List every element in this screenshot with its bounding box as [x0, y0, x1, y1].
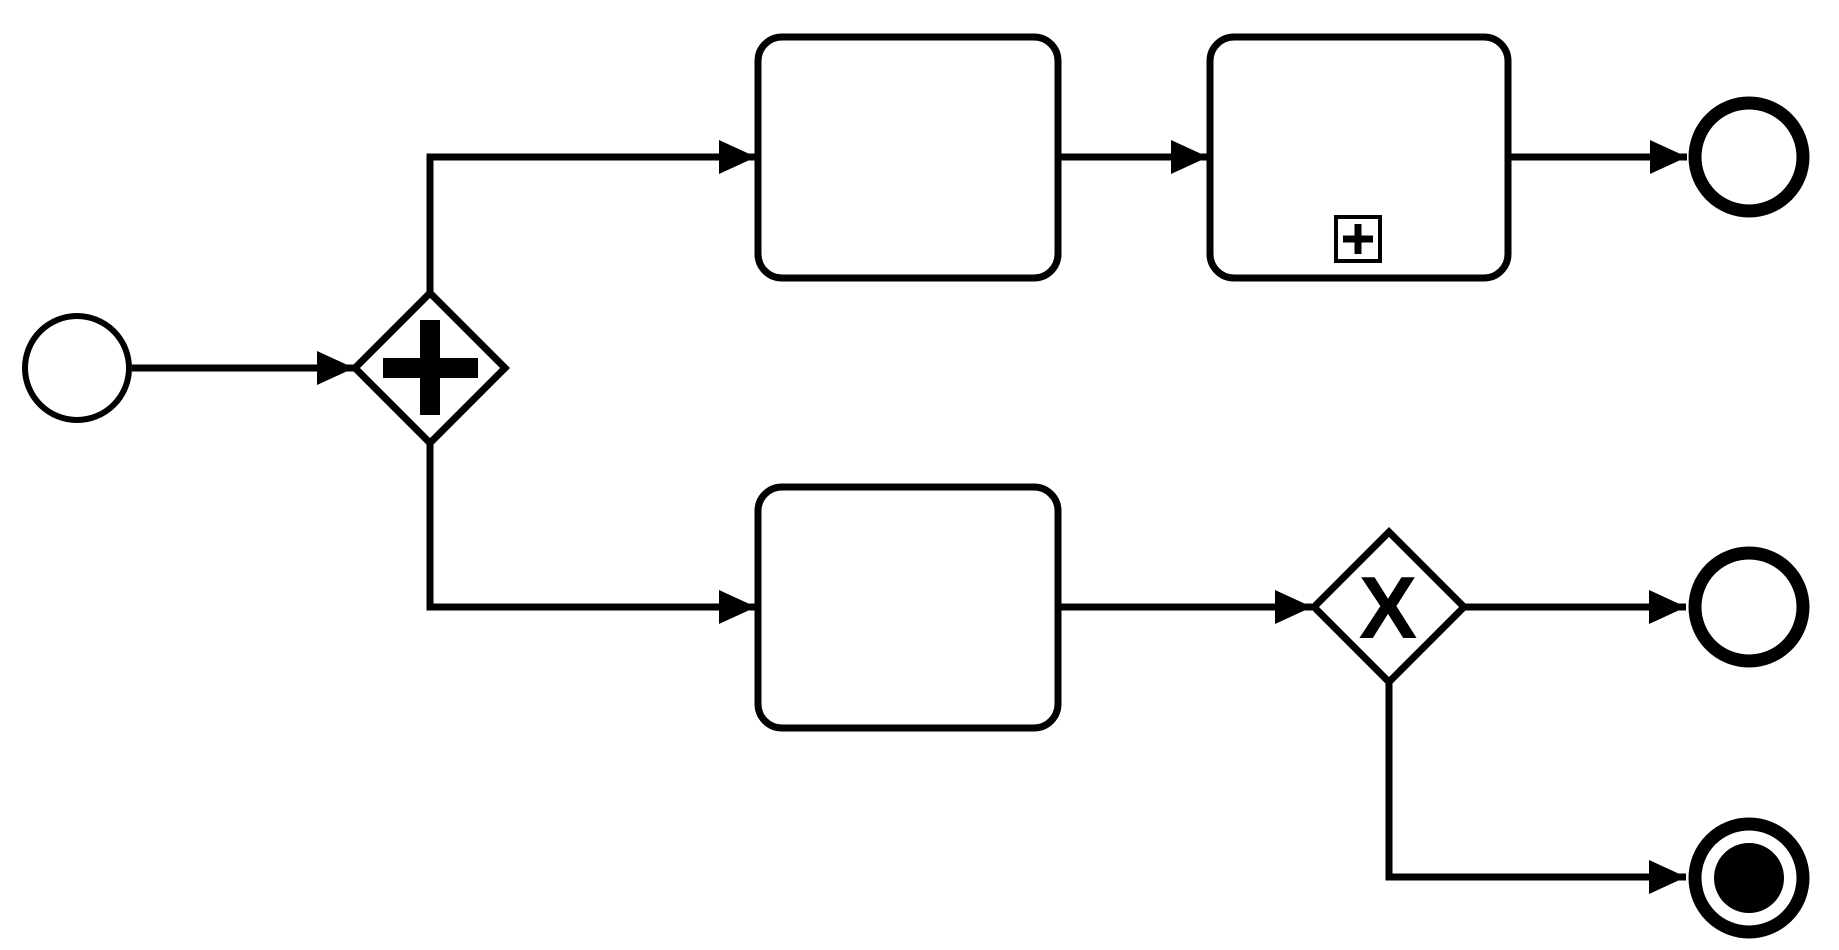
subprocess-expand-icon: [1334, 215, 1382, 263]
sequence-flow-parallel-gateway-to-task-upper[interactable]: [426, 140, 756, 294]
subprocess-rect[interactable]: [1206, 33, 1512, 282]
terminate-end-event-core-icon: [1714, 843, 1784, 913]
end-event-middle-circle[interactable]: [1688, 546, 1810, 668]
end-event-upper[interactable]: [1688, 96, 1810, 218]
parallel-plus-icon: [383, 320, 478, 415]
sequence-flow-exclusive-gateway-to-terminate-end[interactable]: [1385, 683, 1686, 894]
start-event-circle[interactable]: [22, 313, 132, 423]
exclusive-gateway[interactable]: X: [1309, 527, 1469, 687]
task-lower-rect[interactable]: [754, 483, 1062, 732]
exclusive-gateway-diamond[interactable]: [1309, 527, 1469, 687]
terminate-end-event[interactable]: [1688, 817, 1810, 939]
start-event[interactable]: [22, 313, 132, 423]
sequence-flow-parallel-gateway-to-task-lower[interactable]: [426, 442, 756, 624]
collapsed-subprocess[interactable]: [1206, 33, 1512, 282]
end-event-middle[interactable]: [1688, 546, 1810, 668]
task-upper-rect[interactable]: [754, 33, 1062, 282]
end-event-upper-circle[interactable]: [1688, 96, 1810, 218]
task-lower[interactable]: [754, 483, 1062, 732]
exclusive-gateway-x-icon: X: [1359, 558, 1418, 657]
task-upper[interactable]: [754, 33, 1062, 282]
parallel-gateway[interactable]: [350, 288, 510, 448]
